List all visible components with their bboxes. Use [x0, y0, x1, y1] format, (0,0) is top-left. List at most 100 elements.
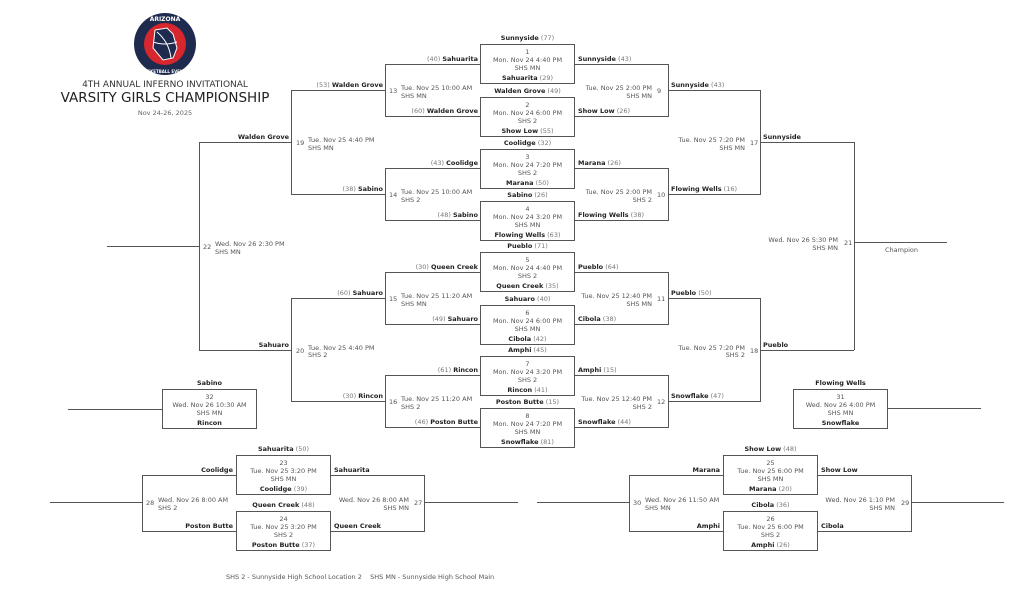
team-name: Queen Creek [431, 263, 478, 271]
bracket-line [385, 375, 480, 376]
team-score: (26) [532, 191, 548, 199]
game-number: 22 [203, 243, 212, 251]
game-time: Tue. Nov 25 7:20 PM [678, 343, 745, 352]
team-name: Rincon [197, 419, 222, 427]
game-time: Tue. Nov 25 12:40 PM [581, 395, 652, 403]
team-score: (48) [299, 501, 315, 509]
team-label: Coolidge (39) [237, 485, 330, 493]
team-name: Marana [506, 179, 534, 187]
team-label: Flowing Wells (38) [578, 211, 644, 219]
team-name: Walden Grove [237, 133, 289, 141]
team-label: Flowing Wells (16) [671, 185, 737, 193]
team-score: (44) [615, 418, 631, 426]
team-label: Sahuarita [334, 466, 370, 474]
team-name: Coolidge [201, 466, 233, 474]
bracket-line [760, 349, 854, 351]
team-name: Sunnyside [671, 81, 709, 89]
team-score: (61) [437, 366, 454, 374]
team-name: Walden Grove [494, 87, 546, 95]
game-number: 2 [525, 101, 530, 109]
team-label: Flowing Wells (63) [481, 231, 574, 239]
team-label: Queen Creek [334, 522, 381, 530]
game-time: Mon. Nov 24 6:00 PM [492, 109, 563, 117]
game-time: Tue. Nov 25 6:00 PM [737, 523, 804, 531]
team-label: Coolidge [201, 466, 233, 474]
bracket-line [291, 90, 292, 195]
team-label: Flowing Wells [781, 379, 901, 387]
logo: ARIZONA BASKETBALL EVENTS [133, 12, 197, 76]
game-site: SHS MN [514, 428, 541, 436]
game-number: 3 [525, 153, 530, 161]
game-time: Tue. Nov 25 10:00 AM [401, 84, 473, 92]
team-label: Marana [693, 466, 720, 474]
team-score: (81) [538, 438, 554, 446]
team-name: Sahuaro [504, 295, 535, 303]
bracket-line [291, 90, 385, 91]
game-site: SHS MN [196, 409, 223, 417]
game-site: SHS 2 [517, 272, 538, 280]
team-name: Rincon [358, 392, 383, 400]
team-label: Snowflake [794, 419, 887, 427]
bracket-line [854, 242, 947, 243]
team-name: Show Low [578, 107, 615, 115]
team-score: (64) [603, 263, 619, 271]
game-site: SHS 2 [308, 351, 328, 359]
team-label: Marana (20) [724, 485, 817, 493]
game-number: 31 [836, 393, 845, 401]
team-label: (30) Queen Creek [416, 263, 478, 271]
game-time: Tue. Nov 25 11:20 AM [401, 292, 473, 300]
game-number: 23 [279, 459, 288, 467]
bracket-line [331, 475, 424, 476]
team-score: (60) [411, 107, 427, 115]
bracket-line [107, 246, 199, 247]
team-name: Poston Butte [185, 522, 233, 530]
game-number: 18 [750, 346, 759, 355]
game-site: SHS MN [514, 325, 541, 333]
bracket-line [537, 502, 629, 503]
team-name: Cibola [751, 501, 775, 509]
bracket-line [331, 531, 424, 532]
bracket-line [291, 401, 385, 402]
team-label: (60) Sahuaro [337, 289, 383, 297]
team-score: (30) [342, 392, 359, 400]
team-label: Show Low (55) [481, 127, 574, 135]
team-label: Sunnyside (43) [671, 81, 724, 89]
team-score: (50) [696, 289, 712, 297]
game-time: Mon. Nov 24 3:20 PM [492, 368, 563, 376]
game-number: 24 [279, 515, 288, 523]
team-label: Cibola (36) [711, 501, 831, 509]
game-time: Tue. Nov 25 11:20 AM [401, 395, 473, 403]
team-label: Amphi (15) [578, 366, 617, 374]
game-site: SHS 2 [517, 117, 538, 125]
bracket-line [291, 298, 292, 402]
game-site: SHS MN [869, 503, 895, 512]
team-label: Sahuarita (50) [224, 445, 344, 453]
game-site: SHS MN [626, 299, 652, 308]
game-time: Mon. Nov 24 7:20 PM [492, 420, 563, 428]
game-time: Tue. Nov 25 4:40 PM [308, 343, 375, 352]
team-score: (26) [614, 107, 631, 115]
